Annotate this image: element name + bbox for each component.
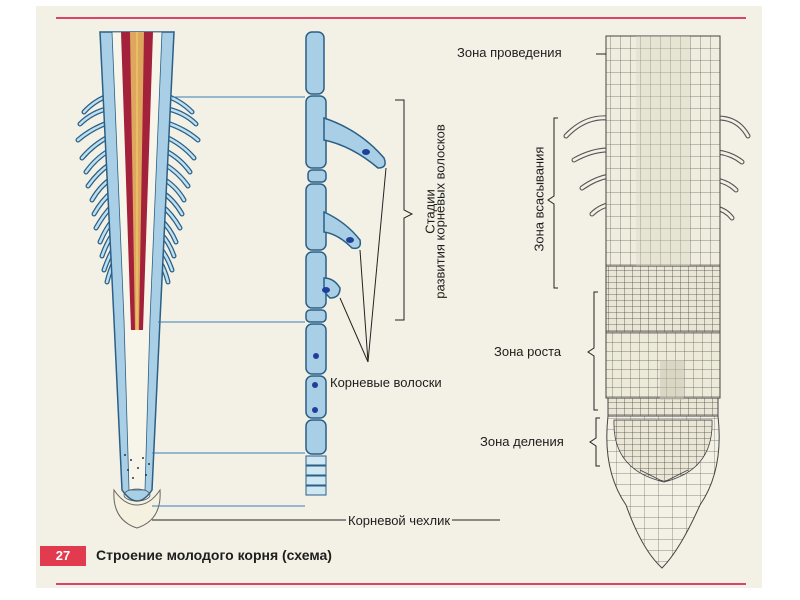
figure-caption: Строение молодого корня (схема) bbox=[96, 547, 332, 563]
root-hairs-label: Корневые волоски bbox=[330, 375, 442, 390]
bottom-rule bbox=[56, 583, 746, 585]
zone-absorption-label: Зона всасывания bbox=[531, 146, 547, 252]
figure-number-badge: 27 bbox=[40, 546, 86, 566]
root-schematic bbox=[75, 31, 201, 529]
root-cap-schematic bbox=[113, 488, 161, 529]
meristem-dots bbox=[124, 454, 150, 479]
top-rule bbox=[56, 17, 746, 19]
connector-lines bbox=[152, 96, 305, 507]
root-hairs-pointers bbox=[339, 167, 387, 363]
stages-bracket bbox=[395, 99, 414, 321]
stages-label-line2: развития корневых волосков bbox=[432, 124, 448, 299]
zone-conduction-label: Зона проведения bbox=[457, 45, 562, 60]
root-histology bbox=[563, 35, 751, 569]
zone-brackets bbox=[547, 53, 606, 467]
zone-division-label: Зона деления bbox=[480, 434, 564, 449]
epidermis-cell-strand bbox=[305, 31, 386, 496]
root-cap-label: Корневой чехлик bbox=[346, 513, 453, 528]
zone-growth-label: Зона роста bbox=[494, 344, 562, 359]
